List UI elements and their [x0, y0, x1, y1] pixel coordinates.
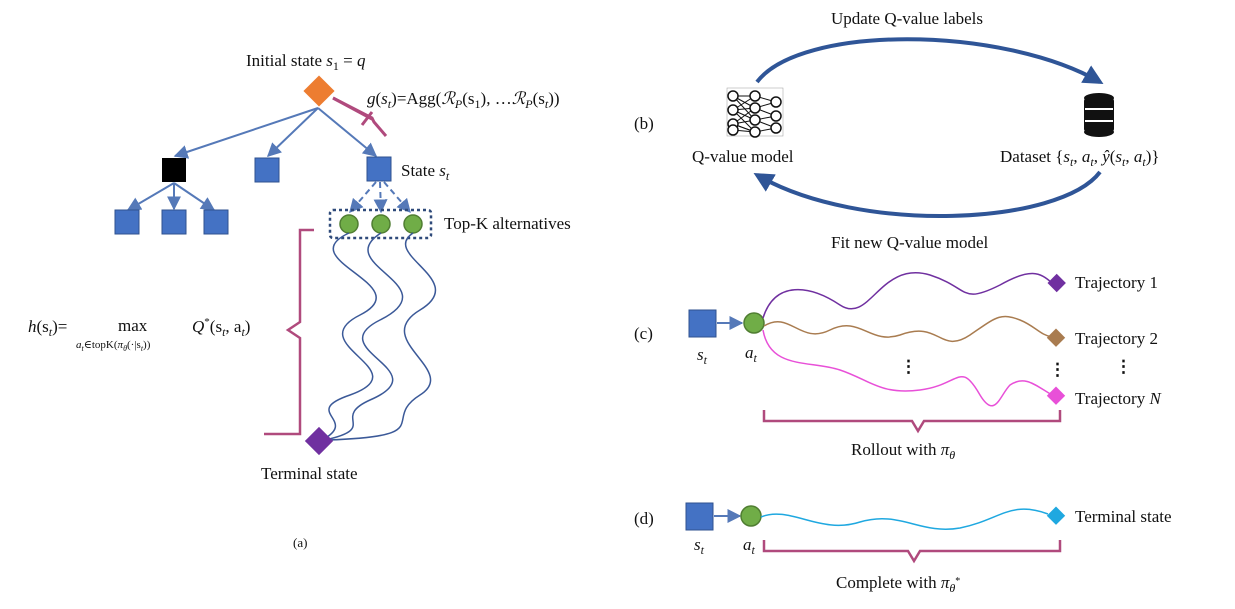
- black-state-node: [162, 158, 186, 182]
- rollout-path-3: [327, 232, 437, 441]
- ellipsis-icon: ⋮: [900, 357, 917, 376]
- terminal-state-label: Terminal state: [261, 464, 358, 483]
- state-node: [254, 157, 280, 183]
- state-node: [161, 209, 187, 235]
- edge-alt-1: [349, 181, 377, 214]
- model-label: Q-value model: [692, 147, 794, 166]
- h-formula: h(st)=: [28, 317, 67, 339]
- database-icon: [1084, 93, 1114, 137]
- trajectory-2-label: Trajectory 2: [1075, 329, 1158, 348]
- dataset-label: Dataset {st, at, ŷ(st, at)}: [1000, 147, 1160, 169]
- state-st-node: [688, 309, 717, 338]
- panel-a: Initial state s1 = q g(st)=Agg(ℛP(s1), ……: [28, 51, 571, 550]
- topk-label: Top-K alternatives: [444, 214, 571, 233]
- h-bracket: [264, 228, 314, 436]
- trajectory-1-end: [1047, 273, 1066, 293]
- action-node: [740, 505, 762, 527]
- neural-network-icon: [726, 87, 784, 138]
- state-st-node: [685, 502, 714, 531]
- terminal-state-label: Terminal state: [1075, 507, 1172, 526]
- trajectory-1-path: [762, 272, 1053, 319]
- fit-model-text: Fit new Q-value model: [831, 233, 988, 252]
- g-formula: g(st)=Agg(ℛP(s1), …ℛP(st)): [367, 89, 560, 111]
- panel-b: (b) Update Q-value labels Fit new Q-valu…: [634, 9, 1160, 252]
- edge-root-mid: [266, 107, 319, 157]
- state-node: [203, 209, 229, 235]
- ellipsis-icon: ⋮: [1049, 360, 1066, 379]
- completion-path: [760, 508, 1049, 530]
- edge-alt-2: [373, 181, 388, 214]
- trajectory-n-end: [1046, 386, 1066, 405]
- topk-box: [328, 208, 433, 240]
- edge-alt-3: [383, 181, 411, 214]
- panel-a-caption: (a): [293, 535, 307, 550]
- complete-bracket: [762, 540, 1062, 564]
- top-arc-arrow: [755, 37, 1104, 84]
- trajectory-2-end: [1046, 328, 1066, 347]
- trajectory-2-path: [763, 315, 1053, 342]
- alternative-node: [371, 214, 391, 234]
- panel-b-caption: (b): [634, 114, 654, 133]
- panel-c: (c) st at Trajectory 1 Trajectory 2 Traj…: [634, 272, 1162, 462]
- edge-root-left: [173, 107, 319, 159]
- terminal-state-node: [1046, 506, 1066, 525]
- initial-state-label: Initial state s1 = q: [246, 51, 366, 73]
- rollout-bracket: [762, 410, 1062, 434]
- action-at-label: at: [745, 343, 758, 365]
- state-st-label: st: [694, 535, 705, 557]
- alternative-node: [403, 214, 423, 234]
- initial-state-node: [303, 75, 335, 107]
- h-q-star: Q*(st, at): [192, 316, 250, 339]
- complete-label: Complete with πθ*: [836, 573, 960, 595]
- update-labels-text: Update Q-value labels: [831, 9, 983, 28]
- ellipsis-icon: ⋮: [1115, 357, 1132, 376]
- rollout-path-2: [324, 232, 404, 441]
- rollout-label: Rollout with πθ: [851, 440, 955, 462]
- terminal-state-node: [304, 426, 334, 456]
- state-st-node: [366, 156, 392, 182]
- trajectory-n-label: Trajectory N: [1075, 389, 1162, 408]
- edge-black-left: [126, 182, 175, 211]
- h-max-subscript: at∈topK(πθ(·|st)): [76, 339, 151, 353]
- trajectory-1-label: Trajectory 1: [1075, 273, 1158, 292]
- rollout-path-1: [321, 232, 377, 441]
- state-st-label: st: [697, 345, 708, 367]
- bottom-arc-arrow: [753, 170, 1102, 218]
- state-node: [114, 209, 140, 235]
- action-at-label: at: [743, 535, 756, 557]
- edge-black-right: [173, 182, 216, 211]
- alternative-node: [339, 214, 359, 234]
- h-max: max: [118, 316, 148, 335]
- panel-d: (d) st at Terminal state Complete with π…: [634, 502, 1172, 595]
- action-node: [743, 312, 765, 334]
- panel-d-caption: (d): [634, 509, 654, 528]
- panel-c-caption: (c): [634, 324, 653, 343]
- state-st-label: State st: [401, 161, 450, 183]
- edge-root-right: [317, 107, 378, 157]
- trajectory-n-path: [762, 329, 1053, 407]
